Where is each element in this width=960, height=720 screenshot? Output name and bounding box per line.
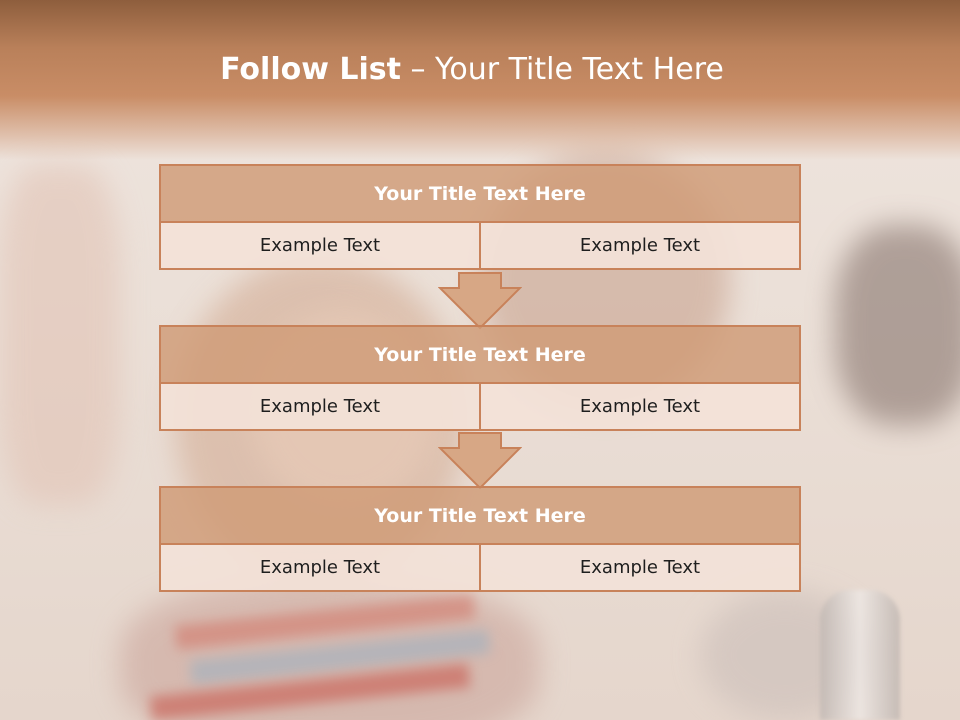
step-title[interactable]: Your Title Text Here — [159, 164, 801, 223]
step-cell-left[interactable]: Example Text — [159, 384, 481, 431]
step-cell-right[interactable]: Example Text — [481, 545, 801, 592]
step-1: Your Title Text Here Example Text Exampl… — [159, 164, 801, 270]
step-3: Your Title Text Here Example Text Exampl… — [159, 486, 801, 592]
step-cell-left[interactable]: Example Text — [159, 545, 481, 592]
step-row: Example Text Example Text — [159, 545, 801, 592]
slide-title-bold: Follow List — [220, 52, 401, 87]
down-arrow-icon — [438, 272, 522, 330]
slide-title: Follow List – Your Title Text Here — [0, 52, 944, 87]
down-arrow-icon — [438, 432, 522, 490]
step-cell-right[interactable]: Example Text — [481, 223, 801, 270]
step-title[interactable]: Your Title Text Here — [159, 325, 801, 384]
step-title[interactable]: Your Title Text Here — [159, 486, 801, 545]
header-band — [0, 0, 960, 160]
step-row: Example Text Example Text — [159, 384, 801, 431]
slide-title-rest: – Your Title Text Here — [400, 52, 724, 87]
step-row: Example Text Example Text — [159, 223, 801, 270]
step-2: Your Title Text Here Example Text Exampl… — [159, 325, 801, 431]
step-cell-left[interactable]: Example Text — [159, 223, 481, 270]
step-cell-right[interactable]: Example Text — [481, 384, 801, 431]
